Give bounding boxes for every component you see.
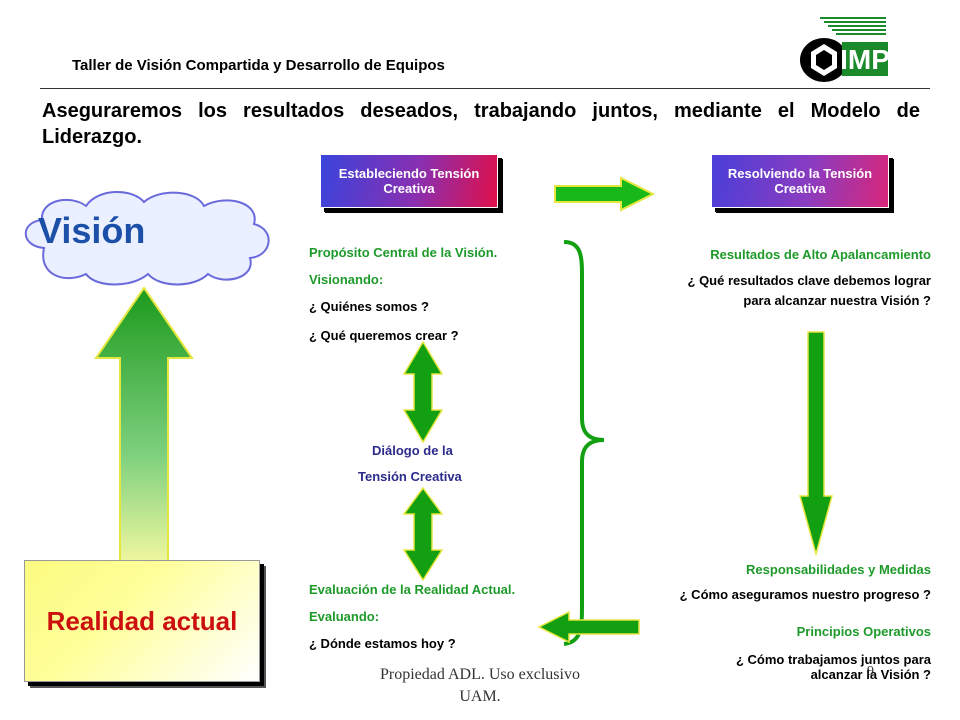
curly-brace — [563, 240, 605, 646]
intro-text: Aseguraremos los resultados deseados, tr… — [42, 100, 920, 148]
question-where-are-we: ¿ Dónde estamos hoy ? — [309, 636, 456, 651]
question-key-results: ¿ Qué resultados clave debemos lograr — [687, 273, 931, 288]
down-arrow — [799, 331, 833, 556]
question-reach-vision: para alcanzar nuestra Visión ? — [743, 293, 931, 308]
reality-to-vision-arrow — [94, 286, 194, 567]
question-reach-vision-2: alcanzar la Visión ? — [810, 667, 931, 682]
reality-box: Realidad actual — [24, 560, 260, 682]
reality-evaluation-heading: Evaluación de la Realidad Actual. — [309, 582, 516, 597]
page-number: 9 — [867, 664, 874, 679]
vision-purpose-heading: Propósito Central de la Visión. — [309, 245, 498, 260]
question-what-to-create: ¿ Qué queremos crear ? — [309, 328, 459, 343]
evaluating-label: Evaluando: — [309, 609, 380, 624]
dialog-line-2: Tensión Creativa — [358, 469, 462, 484]
vision-cloud — [24, 190, 270, 286]
operating-principles-heading: Principios Operativos — [796, 624, 931, 639]
question-who-we-are: ¿ Quiénes somos ? — [309, 299, 429, 314]
header-rule — [40, 88, 930, 89]
responsibilities-heading: Responsabilidades y Medidas — [746, 562, 931, 577]
logo-text: IMP — [840, 44, 890, 75]
visioning-label: Visionando: — [309, 272, 384, 287]
dialog-arrow-up — [402, 340, 444, 444]
dialog-arrow-down — [402, 486, 444, 582]
question-work-together: ¿ Cómo trabajamos juntos para — [735, 652, 931, 667]
header-title: Taller de Visión Compartida y Desarrollo… — [72, 57, 445, 74]
question-progress: ¿ Cómo aseguramos nuestro progreso ? — [679, 587, 931, 602]
dialog-line-1: Diálogo de la — [372, 443, 453, 458]
vision-label: Visión — [38, 210, 146, 251]
right-arrow — [554, 176, 655, 212]
high-leverage-results-heading: Resultados de Alto Apalancamiento — [710, 247, 931, 262]
box-resolving-tension: Resolviendo la Tensión Creativa — [711, 154, 889, 208]
left-arrow — [537, 610, 640, 644]
box-establishing-tension: Estableciendo Tensión Creativa — [320, 154, 498, 208]
imp-logo: IMP — [800, 17, 890, 82]
footer-text: Propiedad ADL. Uso exclusivo UAM. — [380, 666, 580, 705]
